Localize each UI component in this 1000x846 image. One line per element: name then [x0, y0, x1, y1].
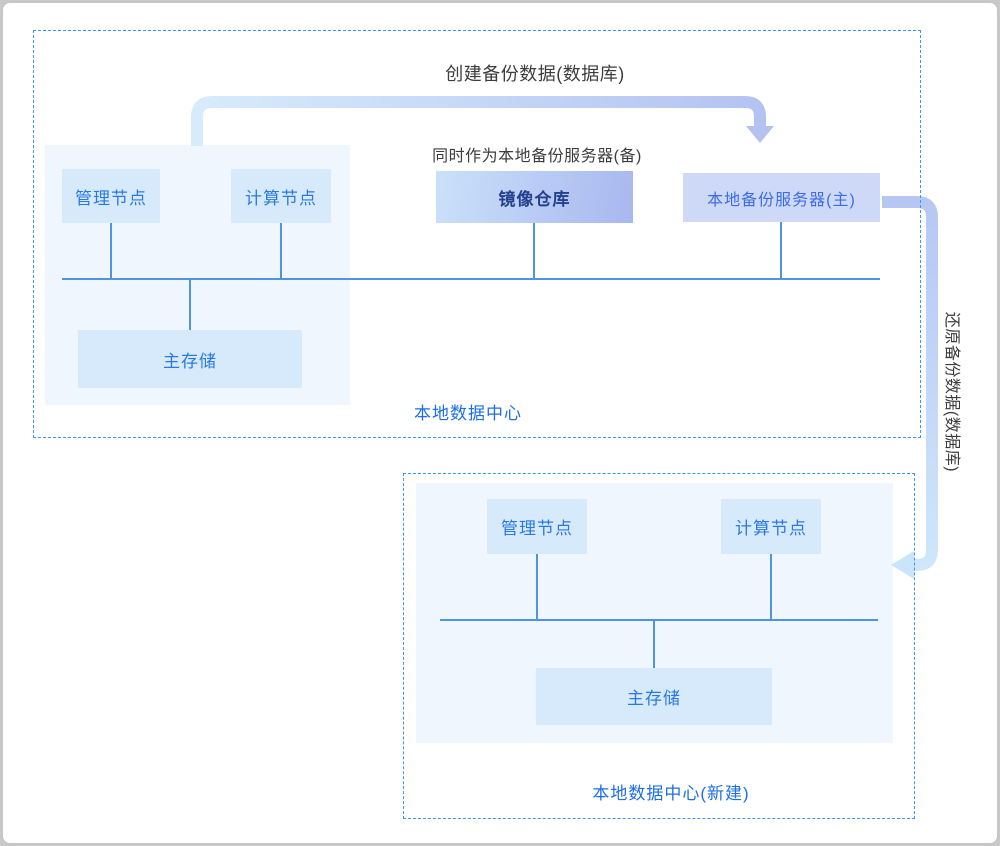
- create-backup-annotation: 创建备份数据(数据库): [445, 64, 625, 84]
- new-dc-label: 本地数据中心(新建): [592, 784, 750, 803]
- arrow-down-icon: [746, 126, 774, 143]
- restore-backup-arrow: [882, 196, 938, 579]
- create-backup-arrow-pipe: [191, 96, 766, 146]
- new-dc-connectors: [440, 554, 878, 669]
- management-node-new: 管理节点: [487, 499, 587, 554]
- restore-backup-arrow-pipe: [882, 196, 938, 571]
- create-backup-arrow: [191, 96, 774, 146]
- management-node-primary: 管理节点: [62, 169, 160, 223]
- primary-storage-primary: 主存储: [78, 330, 302, 388]
- primary-storage-new: 主存储: [536, 668, 772, 725]
- compute-node-primary: 计算节点: [231, 169, 331, 223]
- primary-dc-label: 本地数据中心: [414, 404, 522, 423]
- arrow-left-icon: [891, 551, 914, 579]
- mirror-repository: 镜像仓库: [436, 171, 633, 223]
- restore-backup-annotation: 还原备份数据(数据库): [943, 311, 960, 473]
- compute-node-new: 计算节点: [721, 499, 821, 554]
- dual-role-annotation: 同时作为本地备份服务器(备): [432, 148, 642, 165]
- local-backup-server-primary: 本地备份服务器(主): [683, 173, 880, 222]
- primary-dc-connectors: [62, 221, 880, 331]
